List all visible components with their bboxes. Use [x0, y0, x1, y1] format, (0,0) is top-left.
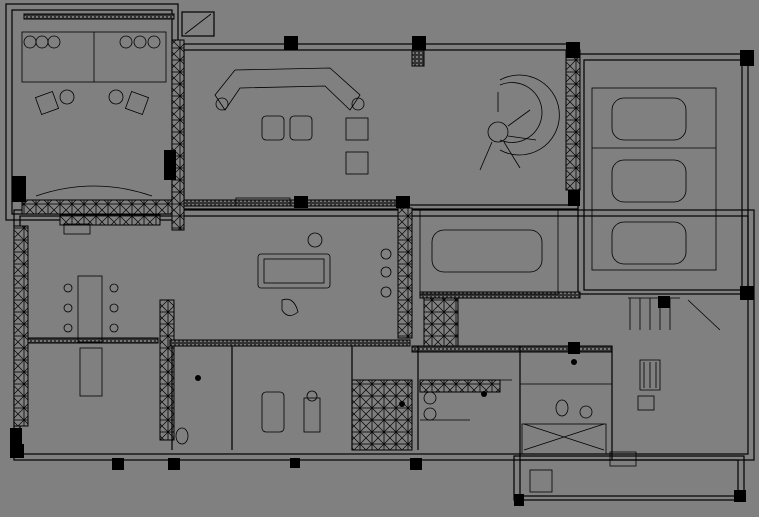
- theater-room: [21, 31, 167, 197]
- gym: [261, 390, 321, 433]
- stove-icon: [423, 391, 437, 421]
- armchair-icon: [23, 35, 161, 116]
- dining-room: [63, 223, 119, 397]
- pool-table-icon: [257, 253, 331, 289]
- stair-icon: [479, 74, 560, 171]
- sofa-icon: [214, 67, 369, 175]
- car-icon: [431, 97, 687, 273]
- living-room: [214, 67, 560, 175]
- garage: [419, 87, 721, 331]
- service-area: [171, 346, 661, 493]
- billiard-room: [235, 197, 392, 316]
- exercise-icon: [261, 390, 321, 433]
- structural-walls: [13, 13, 613, 451]
- table-icon: [63, 275, 119, 397]
- toilet-icon: [175, 395, 655, 445]
- columns: [10, 36, 754, 506]
